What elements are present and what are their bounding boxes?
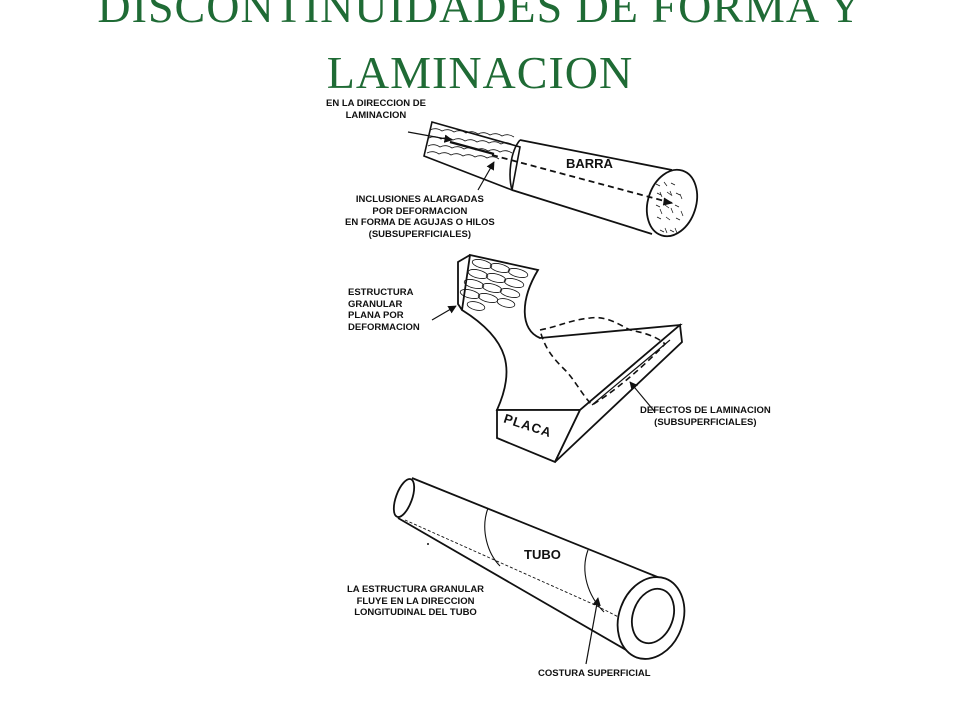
tube-body: [398, 478, 660, 658]
bar-inclusion-line: [491, 154, 673, 204]
bar-end-face-texture: [655, 181, 684, 234]
plate-top-face: [461, 253, 683, 411]
speck: [427, 543, 429, 545]
tube-top-edge: [411, 477, 661, 579]
bar-fiber-hatching: [426, 128, 515, 160]
bar-drawing: [407, 121, 699, 238]
bar-main-body: [511, 139, 673, 235]
tube-back-end: [392, 478, 416, 518]
bar-direction-arrow: [407, 131, 453, 143]
plate-structure-label: ESTRUCTURA GRANULAR PLANA POR DEFORMACIO…: [348, 287, 420, 333]
tube-seam-arrow: [585, 597, 601, 665]
tube-seam-label: COSTURA SUPERFICIAL: [538, 668, 651, 679]
tube-drawing: [392, 477, 686, 665]
bar-inclusion-arrow: [477, 161, 495, 191]
title-line-1: DISCONTINUIDADES DE FORMA Y: [97, 0, 863, 32]
tube-grain-line-2: [584, 549, 605, 613]
bar-inclusion-arrowhead: [662, 197, 674, 206]
bar-name: BARRA: [566, 156, 613, 171]
plate-drawing: [431, 253, 683, 464]
plate-defect-arrow: [629, 381, 656, 413]
plate-left-edge: [457, 254, 471, 311]
bar-direction-label: EN LA DIRECCION DE LAMINACION: [326, 98, 426, 121]
plate-structure-arrow: [431, 305, 457, 321]
title-line-2: LAMINACION: [326, 47, 634, 98]
bar-thin-section: [423, 121, 521, 192]
plate-defects-label: DEFECTOS DE LAMINACION (SUBSUPERFICIALES…: [640, 405, 771, 428]
tube-end-inner: [631, 587, 675, 645]
tube-grain-line-1: [484, 507, 501, 567]
plate-defect-edge-line: [591, 339, 671, 406]
bar-inclusions-label: INCLUSIONES ALARGADAS POR DEFORMACION EN…: [345, 194, 495, 240]
bar-left-end: [509, 139, 521, 191]
tube-bottom-edge: [397, 517, 641, 659]
tube-flow-label: LA ESTRUCTURA GRANULAR FLUYE EN LA DIREC…: [347, 584, 485, 618]
plate-grain-texture: [459, 259, 529, 311]
tube-name: TUBO: [524, 547, 561, 562]
slide-title: DISCONTINUIDADES DE FORMA Y LAMINACION: [0, 0, 960, 106]
